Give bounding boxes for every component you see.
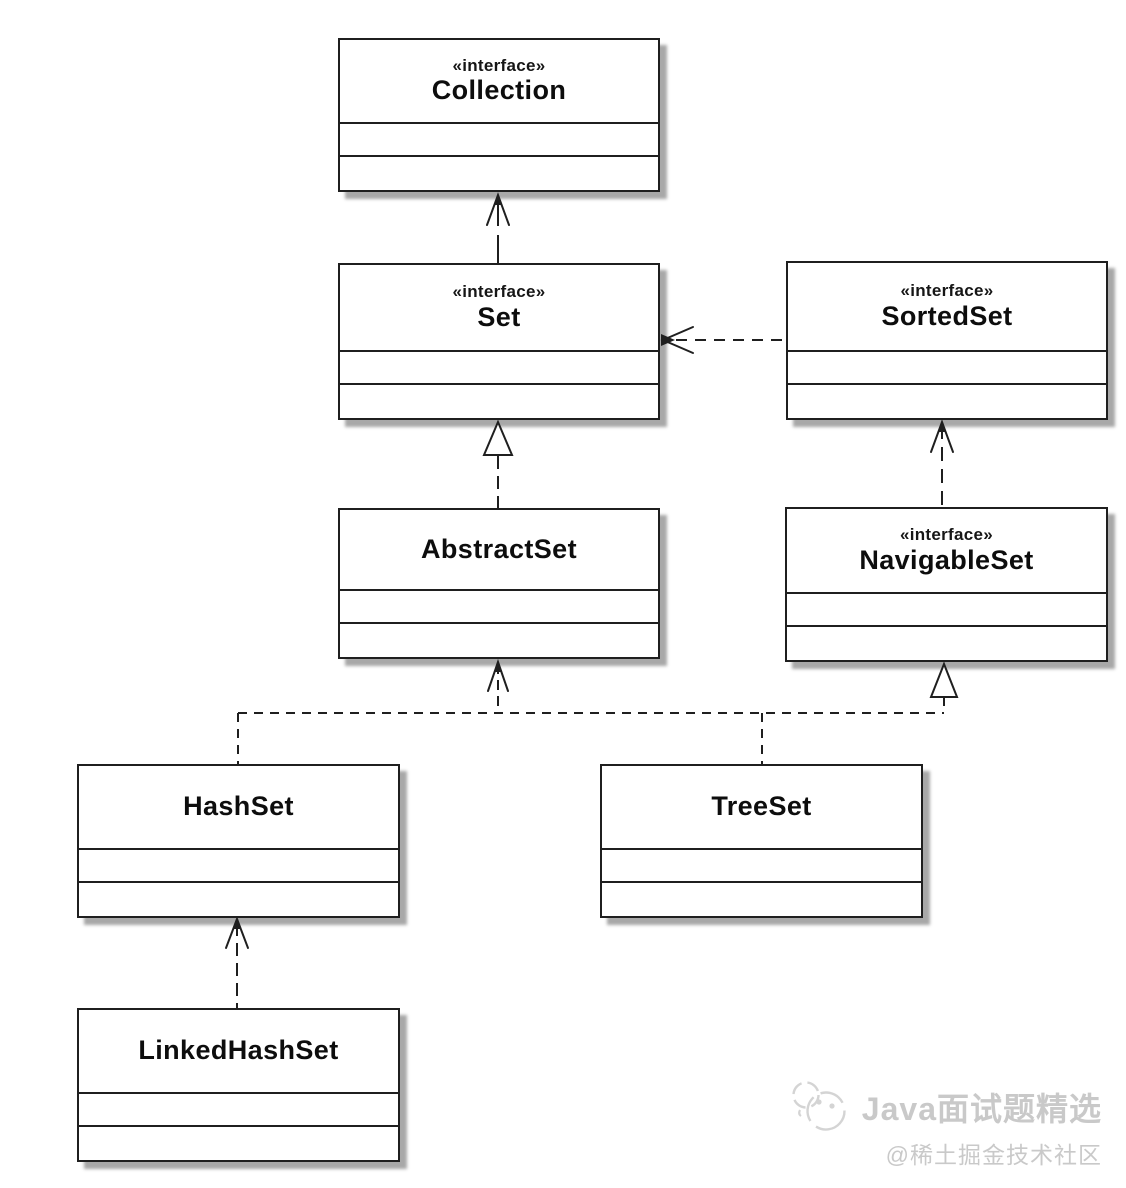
class-name-label: HashSet (183, 791, 294, 822)
edge-set-to-collection (486, 192, 510, 263)
class-box-hashset: HashSet (77, 764, 400, 918)
arrow-tip (661, 334, 675, 346)
operations-compartment (340, 383, 658, 418)
hollow-triangle-arrowhead-icon (929, 661, 959, 698)
edge-bus-hashset-treeset (237, 658, 959, 764)
class-title-compartment: AbstractSet (340, 510, 658, 589)
class-box-sortedset: «interface» SortedSet (786, 261, 1108, 420)
attributes-compartment (788, 350, 1106, 383)
arrow-tip (233, 918, 241, 929)
open-v-arrowhead-icon (660, 326, 694, 354)
edge-abstractset-to-set (482, 419, 514, 508)
class-box-collection: «interface» Collection (338, 38, 660, 192)
attributes-compartment (340, 350, 658, 383)
class-box-linkedhashset: LinkedHashSet (77, 1008, 400, 1162)
class-box-navigableset: «interface» NavigableSet (785, 507, 1108, 662)
open-v-arrowhead-icon (487, 658, 509, 692)
attributes-compartment (787, 592, 1106, 625)
operations-compartment (79, 881, 398, 916)
edge-linkedhashset-to-hashset (225, 916, 249, 1008)
operations-compartment (340, 155, 658, 190)
class-name-label: NavigableSet (859, 544, 1034, 575)
watermark-title: Java面试题精选 (861, 1091, 1102, 1127)
attributes-compartment (340, 122, 658, 155)
arrow-tip (938, 421, 946, 432)
class-name-label: SortedSet (881, 300, 1013, 331)
class-title-compartment: «interface» Set (340, 265, 658, 350)
watermark-subtitle: @稀土掘金技术社区 (885, 1142, 1102, 1168)
class-name-label: TreeSet (711, 791, 812, 822)
open-v-arrowhead-icon (930, 419, 954, 453)
class-box-set: «interface» Set (338, 263, 660, 420)
attributes-compartment (340, 589, 658, 622)
attributes-compartment (602, 848, 921, 881)
class-title-compartment: «interface» Collection (340, 40, 658, 122)
operations-compartment (340, 622, 658, 657)
attributes-compartment (79, 1092, 398, 1125)
edge-navigableset-to-sortedset (930, 419, 954, 507)
class-box-abstractset: AbstractSet (338, 508, 660, 659)
class-name-label: Set (477, 301, 521, 332)
operations-compartment (602, 881, 921, 916)
arrow-tip (494, 194, 502, 205)
hollow-triangle-arrowhead-icon (482, 419, 514, 456)
stereotype-label: «interface» (452, 282, 546, 302)
class-title-compartment: «interface» NavigableSet (787, 509, 1106, 592)
open-v-arrowhead-icon (486, 192, 510, 226)
operations-compartment (79, 1125, 398, 1160)
class-name-label: AbstractSet (421, 533, 577, 564)
class-box-treeset: TreeSet (600, 764, 923, 918)
class-name-label: LinkedHashSet (138, 1035, 339, 1066)
operations-compartment (788, 383, 1106, 418)
watermark-doodle-icon (792, 1081, 846, 1131)
arrow-tip (494, 661, 502, 672)
class-title-compartment: HashSet (79, 766, 398, 848)
stereotype-label: «interface» (899, 525, 994, 545)
class-title-compartment: TreeSet (602, 766, 921, 848)
stereotype-label: «interface» (452, 55, 546, 75)
open-v-arrowhead-icon (225, 916, 249, 949)
watermark-row: Java面试题精选 (788, 1080, 1102, 1134)
attributes-compartment (79, 848, 398, 881)
class-title-compartment: LinkedHashSet (79, 1010, 398, 1092)
stereotype-label: «interface» (900, 281, 994, 301)
operations-compartment (787, 625, 1106, 660)
class-title-compartment: «interface» SortedSet (788, 263, 1106, 350)
class-name-label: Collection (431, 75, 567, 106)
edge-sortedset-to-set (660, 326, 786, 354)
watermark: Java面试题精选 @稀土掘金技术社区 (788, 1080, 1102, 1170)
